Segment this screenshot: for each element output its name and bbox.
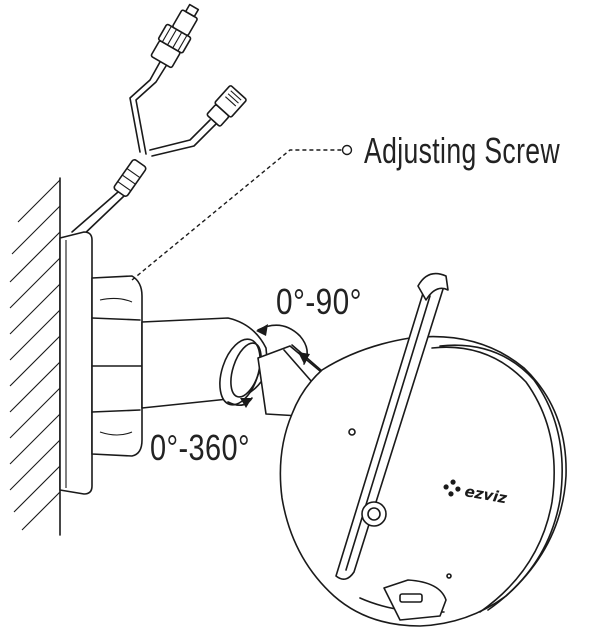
rotation-range-label: 0°-360° [150, 427, 250, 468]
antenna [335, 272, 449, 580]
bracket-base [91, 275, 143, 457]
cable-bundle [71, 3, 247, 239]
rotation-arrow [227, 397, 253, 408]
tilt-arrow [256, 324, 310, 365]
bracket-arm [141, 317, 269, 409]
wall [9, 177, 61, 536]
camera-body [279, 335, 567, 627]
adjusting-screw-label: Adjusting Screw [364, 130, 560, 171]
tilt-range-label: 0°-90° [276, 281, 362, 322]
adjusting-screw-leader [131, 144, 353, 281]
mounting-plate [59, 231, 93, 495]
